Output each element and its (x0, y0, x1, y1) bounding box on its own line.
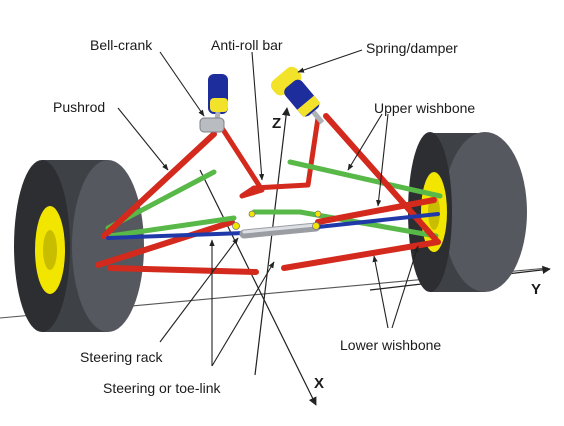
left-damper (199, 74, 228, 133)
axis-label-x: X (314, 375, 325, 392)
label-bell-crank: Bell-crank (90, 37, 153, 53)
anti-roll-bar (219, 117, 321, 199)
right-wheel (408, 132, 527, 292)
left-bell-crank (199, 117, 225, 133)
toe-link-right (316, 212, 440, 229)
steering-rack-body (239, 222, 321, 239)
leader-lines (117, 49, 419, 367)
z-axis (254, 107, 291, 376)
lower-wishbone-left (95, 219, 259, 275)
right-damper (271, 66, 325, 125)
upper-wishbone-right (251, 159, 443, 239)
label-steering-rack: Steering rack (80, 349, 163, 365)
axis-label-y: Y (531, 281, 542, 298)
label-spring-damper: Spring/damper (366, 40, 458, 56)
x-axis (199, 169, 317, 406)
left-wheel (14, 160, 144, 332)
label-lower-wishbone: Lower wishbone (340, 337, 442, 353)
pushrod (101, 131, 217, 239)
toe-link-left (106, 231, 246, 240)
label-anti-roll-bar: Anti-roll bar (211, 37, 283, 53)
axis-label-z: Z (272, 115, 282, 132)
joint-nodes (232, 210, 322, 230)
label-pushrod: Pushrod (53, 99, 106, 115)
label-upper-wishbone: Upper wishbone (374, 100, 476, 116)
label-steering-toe-link: Steering or toe-link (103, 380, 221, 396)
